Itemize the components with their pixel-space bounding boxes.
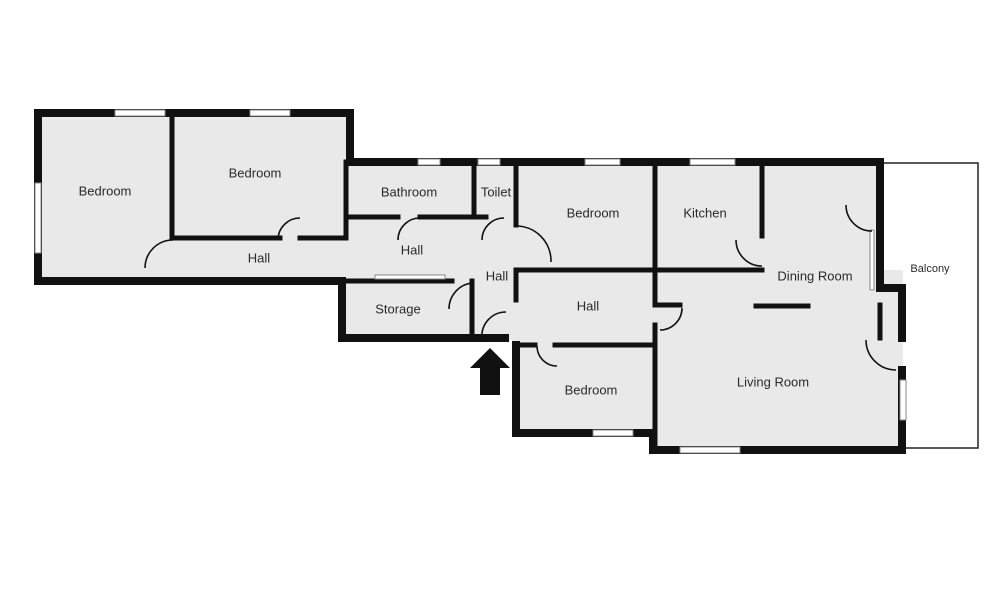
- room-label-toilet: Toilet: [481, 184, 512, 199]
- room-label-kitchen: Kitchen: [683, 205, 726, 220]
- door-swings: [144, 204, 897, 371]
- room-label-living-room: Living Room: [737, 374, 809, 389]
- room-label-hall-right: Hall: [577, 298, 600, 313]
- room-label-balcony: Balcony: [910, 263, 950, 275]
- room-label-bedroom-bottom: Bedroom: [565, 382, 618, 397]
- room-label-hall-left: Hall: [248, 250, 271, 265]
- room-label-hall-center: Hall: [486, 268, 509, 283]
- room-label-storage: Storage: [375, 301, 421, 316]
- room-label-bedroom-left: Bedroom: [79, 183, 132, 198]
- floor-fills: [38, 113, 903, 450]
- room-label-bedroom-top: Bedroom: [229, 165, 282, 180]
- room-label-bathroom: Bathroom: [381, 184, 437, 199]
- interior-walls: [169, 113, 883, 453]
- room-label-bedroom-middle: Bedroom: [567, 205, 620, 220]
- entrance-arrow-icon: [470, 348, 510, 395]
- room-label-dining-room: Dining Room: [777, 268, 852, 283]
- windows: [34, 109, 907, 454]
- room-label-hall-middle: Hall: [401, 242, 424, 257]
